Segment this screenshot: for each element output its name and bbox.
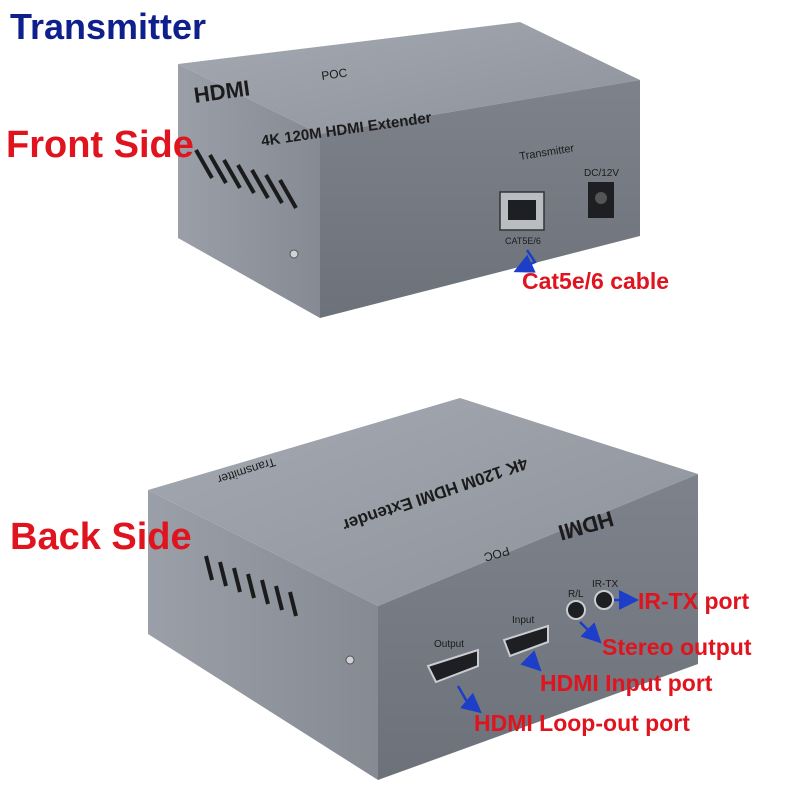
back-side-label: Back Side xyxy=(10,516,192,558)
hdmi-input-port xyxy=(502,624,549,658)
front-side-label: Front Side xyxy=(6,124,194,166)
back-screw-icon xyxy=(345,655,355,665)
screw-icon xyxy=(289,249,299,259)
dc-pin xyxy=(595,192,607,204)
front-device: HDMI POC 4K 120M HDMI Extender Transmitt… xyxy=(178,22,640,318)
stereo-jack xyxy=(566,600,586,620)
rj45-label: CAT5E/6 xyxy=(505,236,541,246)
hdmi-input-callout: HDMI Input port xyxy=(540,670,713,696)
input-label: Input xyxy=(512,615,534,626)
hdmi-loop-arrow xyxy=(456,685,482,714)
stereo-callout: Stereo output xyxy=(602,634,752,660)
vent-slits xyxy=(194,149,298,209)
dc-label: DC/12V xyxy=(584,168,619,179)
back-poc-label: POC xyxy=(482,544,511,565)
back-vent-slits xyxy=(204,555,298,617)
page-title: Transmitter xyxy=(10,6,207,47)
irtx-label: IR-TX xyxy=(592,579,618,590)
hdmi-in-arrow xyxy=(520,650,542,672)
back-device: 4K 120M HDMI Extender Transmitter HDMI P… xyxy=(148,398,698,780)
irtx-jack xyxy=(594,590,614,610)
rj45-socket xyxy=(508,200,536,220)
cat-cable-callout: Cat5e/6 cable xyxy=(522,268,670,294)
irtx-callout: IR-TX port xyxy=(638,588,750,614)
poc-label: POC xyxy=(320,65,348,83)
rl-label: R/L xyxy=(568,589,584,600)
stereo-arrow xyxy=(579,621,602,644)
output-label: Output xyxy=(434,639,464,650)
hdmi-loop-callout: HDMI Loop-out port xyxy=(474,710,690,736)
cat-arrow xyxy=(513,249,537,273)
hdmi-output-port xyxy=(426,648,479,684)
